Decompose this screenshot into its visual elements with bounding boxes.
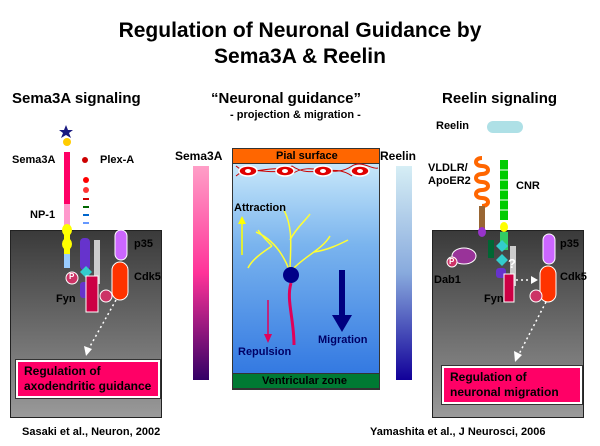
fyn-kinase-block: [85, 275, 99, 313]
neuron-guidance-diagram: [235, 163, 379, 346]
axodendritic-guidance-box: Regulation of axodendritic guidance: [15, 359, 161, 399]
cortex-area: [232, 148, 380, 390]
gradient-label-sema3a: Sema3A: [175, 149, 223, 163]
attraction-arrow: [238, 216, 246, 224]
ventricular-zone-band: [232, 373, 380, 389]
cdk5-label-right: Cdk5: [560, 271, 587, 283]
pial-surface-label: Pial surface: [276, 150, 338, 162]
p35-label-left: p35: [134, 238, 153, 250]
fyn-domain-bar: [80, 238, 90, 270]
reelin-signaling-heading: Reelin signaling: [442, 90, 558, 107]
citation-right: Yamashita et al., J Neurosci, 2006: [370, 426, 546, 438]
reelin-gradient-bar: [396, 166, 412, 380]
p35-label-right: p35: [560, 238, 579, 250]
cdk5-protein: [111, 261, 129, 301]
unknown-link-question: ?: [508, 256, 516, 271]
neuronal-guidance-heading: “Neuronal guidance”: [211, 90, 362, 107]
reelin-signaling-diagram: [446, 156, 557, 362]
phospho-marker-left: [65, 271, 79, 285]
repulsion-arrow: [264, 334, 272, 343]
neuron-axon: [287, 282, 296, 346]
cdk5-label-left: Cdk5: [134, 271, 161, 283]
sema3a-ligand-icon: [63, 138, 71, 146]
neuron-dendrites: [247, 209, 349, 273]
migration-label: Migration: [318, 334, 368, 346]
reelin-legend-label: Reelin: [436, 120, 470, 132]
cnr-label: CNR: [516, 180, 540, 192]
dab1-protein: [451, 247, 477, 265]
neuronal-migration-box: Regulation of neuronal migration: [441, 365, 583, 405]
sema3a-label: Sema3A: [12, 154, 56, 166]
sema3a-gradient-bar: [193, 166, 209, 380]
np1-bead: [82, 157, 88, 163]
sema3a-signaling-heading: Sema3A signaling: [12, 90, 141, 107]
np1-label: NP-1: [30, 209, 56, 221]
fyn-label-left: Fyn: [56, 293, 76, 305]
neuron-soma: [283, 267, 299, 283]
sema3a-star-icon: [59, 125, 73, 138]
repulsion-label: Repulsion: [238, 346, 292, 358]
fyn-label-right: Fyn: [484, 293, 504, 305]
p35-protein-right: [542, 233, 556, 265]
citation-left: Sasaki et al., Neuron, 2002: [22, 426, 161, 438]
page-title-line1: Regulation of Neuronal Guidance by: [118, 19, 482, 42]
neuronal-guidance-subheading: - projection & migration -: [230, 109, 361, 121]
dab1-label: Dab1: [434, 274, 461, 286]
pial-surface-band: [232, 148, 380, 164]
gradient-label-reelin: Reelin: [380, 149, 417, 163]
p35-protein: [114, 229, 128, 261]
cdk5-protein-right: [539, 265, 557, 303]
reelin-legend-swatch: [487, 121, 523, 133]
vldlr-apoer2-label: VLDLR/ ApoER2: [428, 162, 471, 187]
fyn-diamond: [80, 266, 92, 278]
migration-arrow: [332, 315, 352, 332]
page-title-line2: Sema3A & Reelin: [214, 45, 386, 68]
vldlr-coil-icon: [474, 156, 490, 208]
fyn-kinase-right: [503, 273, 515, 303]
plexa-label: Plex-A: [100, 154, 135, 166]
phospho-p-right: P: [449, 257, 455, 266]
plexa-receptor-bar: [64, 152, 70, 204]
sema3a-signaling-diagram: [59, 125, 129, 356]
attraction-label: Attraction: [234, 202, 286, 214]
cajal-retzius-cells: [238, 165, 370, 177]
ventricular-zone-label: Ventricular zone: [262, 375, 347, 387]
phospho-p-left: P: [69, 272, 75, 281]
